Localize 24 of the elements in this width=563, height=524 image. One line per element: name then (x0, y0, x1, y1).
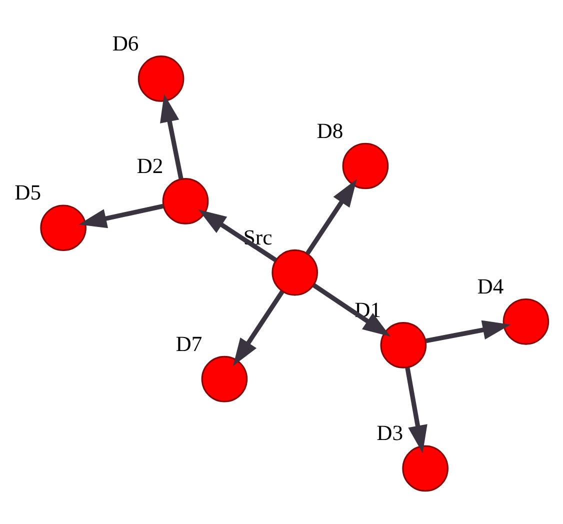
node-circle (138, 56, 184, 102)
arrow (425, 320, 510, 344)
node-label: D3 (376, 421, 404, 446)
node-circle (342, 142, 389, 190)
arrow (198, 210, 278, 262)
arrow (160, 94, 184, 180)
node-label: D6 (112, 31, 139, 56)
node-label: D4 (477, 274, 504, 298)
node-label: D8 (316, 118, 344, 143)
node-label: D2 (136, 154, 164, 178)
node-circle (162, 178, 209, 224)
node-circle (40, 204, 86, 252)
node-circle (201, 356, 248, 402)
node-circle (502, 298, 550, 345)
arrow (405, 367, 428, 454)
node-circle (402, 445, 448, 492)
node-circle (272, 249, 318, 296)
arrow (233, 290, 284, 366)
node-label: D7 (176, 332, 202, 356)
arrow (78, 204, 164, 228)
arrow (306, 179, 357, 255)
node-label: D5 (14, 180, 42, 205)
node-circle (380, 322, 427, 368)
arrow (312, 283, 391, 337)
